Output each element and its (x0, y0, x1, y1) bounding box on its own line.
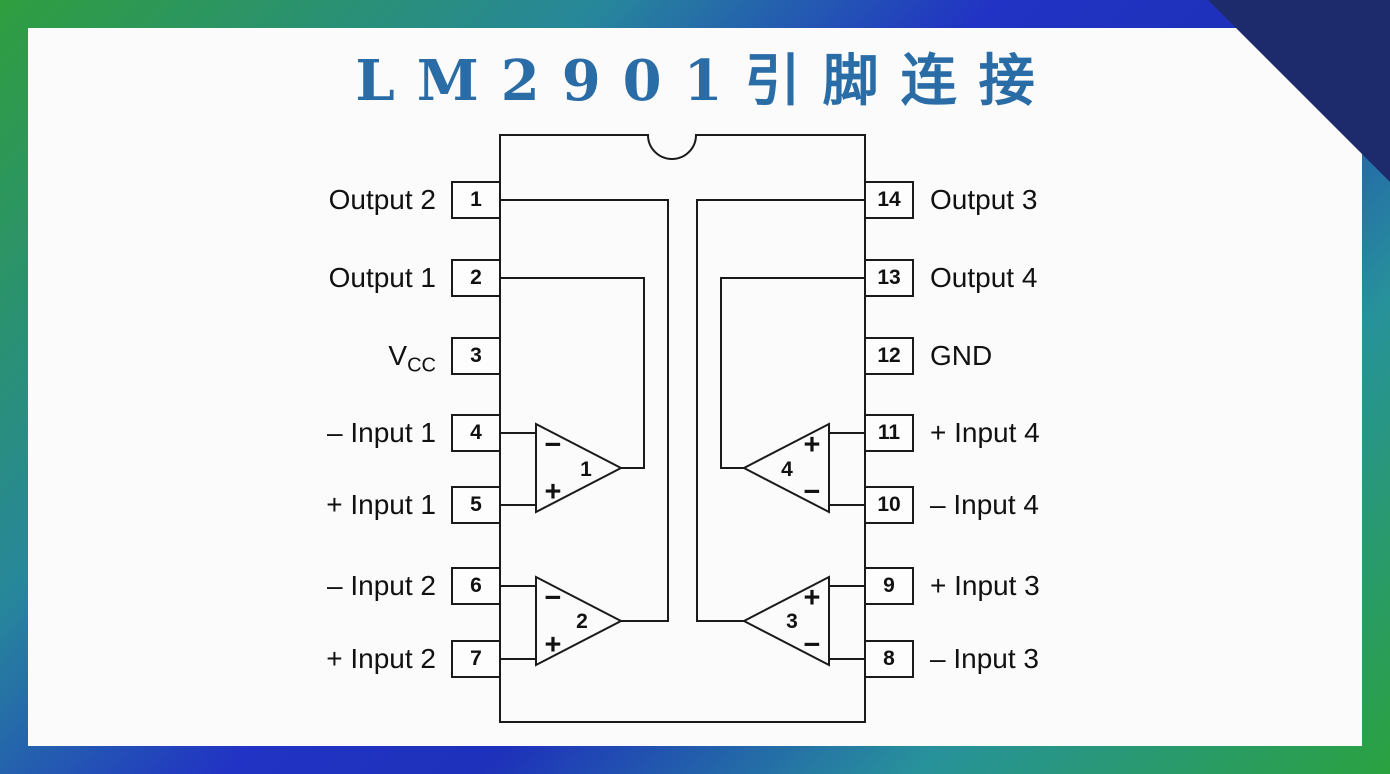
pin-2-label: Output 1 (328, 262, 436, 293)
pin-8-label: – Input 3 (930, 643, 1039, 674)
pin-12-number: 12 (877, 344, 901, 367)
pin-6-box (451, 567, 501, 605)
pin-11-label: + Input 4 (930, 417, 1040, 448)
comparator-4-label: 4 (781, 458, 793, 481)
pin-3-label: VCC (130, 337, 436, 377)
comparator-3-triangle (741, 575, 830, 667)
pin-2-number: 2 (470, 266, 482, 289)
pin-6-number: 6 (470, 574, 482, 597)
pin-3-box (451, 337, 501, 375)
comparator-4-triangle (741, 422, 830, 514)
pin-14-box (864, 181, 914, 219)
pin-14-label: Output 3 (930, 184, 1038, 215)
pin-11-box (864, 414, 914, 452)
wire-pin1-comp2-output (500, 199, 669, 622)
wire-pin14-comp3-output (696, 199, 865, 622)
pin-7-number: 7 (470, 647, 482, 670)
comparator-2-minus-sign: − (544, 582, 562, 614)
comparator-1-plus-sign: + (544, 476, 562, 508)
page-title: LM2901引脚连接 (355, 48, 1057, 114)
pin-6-label: – Input 2 (327, 570, 436, 601)
pin-12-label: GND (930, 340, 993, 371)
pin-10-number: 10 (877, 493, 901, 516)
pin-7-label: + Input 2 (326, 643, 436, 674)
pin-1-label: Output 2 (328, 184, 436, 215)
pin-5-label: + Input 1 (326, 489, 436, 520)
pin-9-label: + Input 3 (930, 570, 1040, 601)
vcc-subscript: CC (407, 354, 436, 377)
comparator-4-minus-sign: − (803, 476, 821, 508)
comparator-3-minus-sign: − (803, 629, 821, 661)
pin-4-label: – Input 1 (327, 417, 436, 448)
comparator-2-plus-sign: + (544, 629, 562, 661)
comparator-1-minus-sign: − (544, 429, 562, 461)
pin-7-box (451, 640, 501, 678)
pin-14-number: 14 (877, 188, 901, 211)
comparator-4-plus-sign: + (803, 429, 821, 461)
pin-1-box (451, 181, 501, 219)
pin-10-label: – Input 4 (930, 489, 1039, 520)
pin-9-number: 9 (883, 574, 895, 597)
pin-3-number: 3 (470, 344, 482, 367)
pin-2-box (451, 259, 501, 297)
comparator-1-label: 1 (580, 458, 592, 481)
wire-pin2-comp1-output (500, 277, 645, 469)
pin-5-box (451, 486, 501, 524)
pin-13-label: Output 4 (930, 262, 1038, 293)
vcc-main: V (388, 340, 408, 371)
pin-8-box (864, 640, 914, 678)
pin-4-number: 4 (470, 421, 482, 444)
pin-11-number: 11 (877, 421, 901, 444)
pin-5-number: 5 (470, 493, 482, 516)
pin-12-box (864, 337, 914, 375)
comparator-3-label: 3 (786, 610, 798, 633)
comparator-2-triangle (535, 575, 624, 667)
wire-pin13-comp4-output (720, 277, 865, 469)
pin-8-number: 8 (883, 647, 895, 670)
pin-9-box (864, 567, 914, 605)
comparator-3-plus-sign: + (803, 582, 821, 614)
pin-4-box (451, 414, 501, 452)
comparator-1-triangle (535, 422, 624, 514)
comparator-2-label: 2 (576, 610, 588, 633)
pin-13-box (864, 259, 914, 297)
pin-13-number: 13 (877, 266, 901, 289)
chip-outline (499, 134, 866, 723)
pin-1-number: 1 (470, 188, 482, 211)
pin-10-box (864, 486, 914, 524)
